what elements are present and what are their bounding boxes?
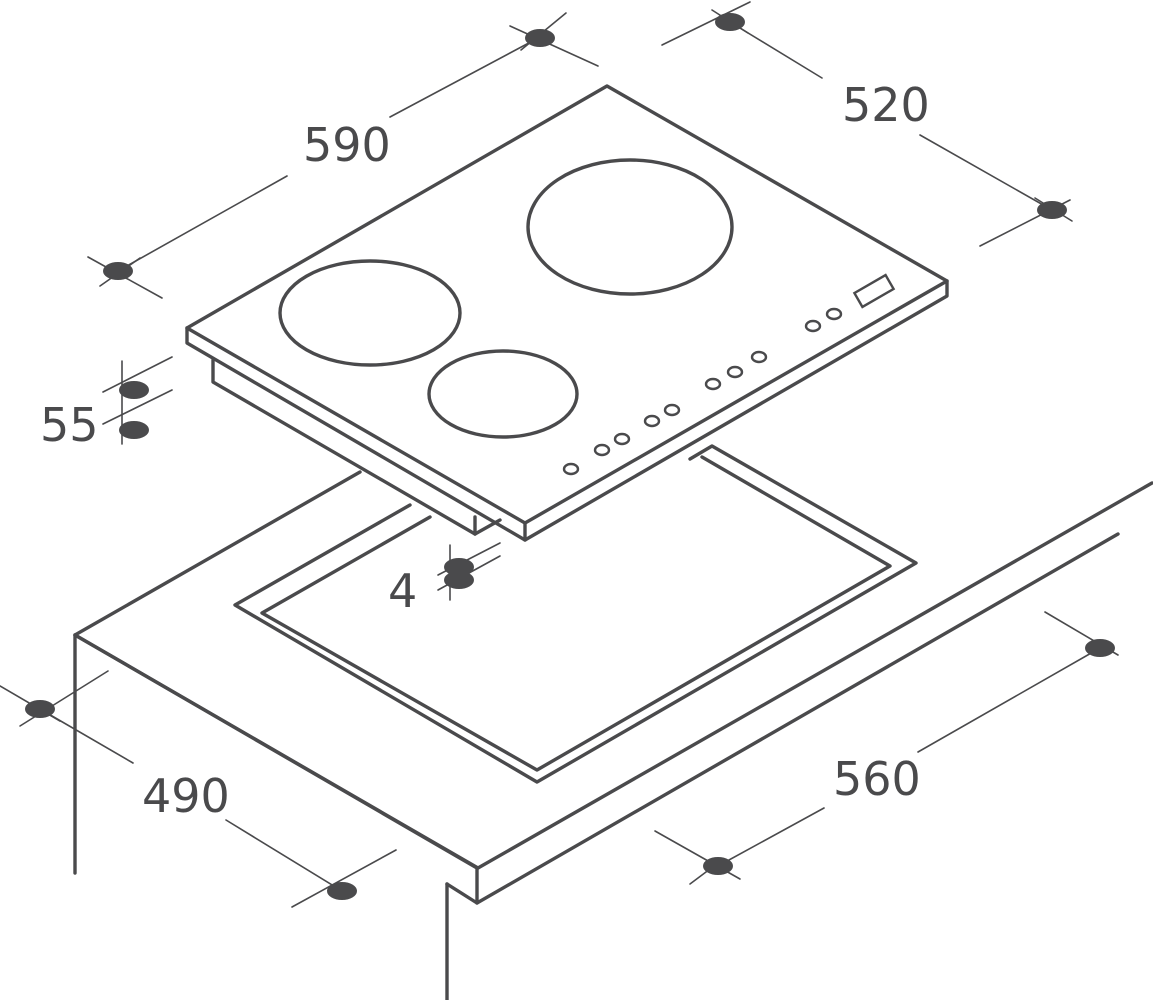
dimension-end-marker [444, 571, 474, 589]
dimension-end-marker [327, 882, 357, 900]
touch-control-icon [726, 365, 744, 379]
countertop-leg-join [445, 882, 479, 905]
touch-control-icon [804, 319, 822, 333]
cutout-outer [233, 444, 918, 784]
touch-control-icon [613, 432, 631, 446]
cutout-opening [233, 444, 918, 784]
touch-control-icon [593, 443, 611, 457]
touch-control-icon [750, 350, 768, 364]
touch-control-icon [663, 403, 681, 417]
dimension-end-marker [119, 381, 149, 399]
dimension-label-520: 520 [842, 78, 930, 132]
dimension-label-560: 560 [833, 752, 921, 806]
dimension-hob-height: 55 [40, 356, 173, 452]
hob-body-left [211, 358, 477, 536]
dimension-end-marker [525, 29, 555, 47]
dimension-cutout-depth: 490 [0, 670, 397, 908]
dimension-end-marker [25, 700, 55, 718]
touch-control-icon [643, 414, 661, 428]
dimension-cutout-width: 560 [654, 611, 1119, 885]
countertop [73, 470, 1153, 1000]
hob-top-glass [185, 84, 949, 525]
dimension-hob-gap: 4 [388, 542, 501, 618]
dimension-end-marker [444, 558, 474, 576]
cooking-zone-small [427, 349, 579, 439]
cooking-zone-large [526, 158, 734, 296]
hob-body-right [473, 518, 502, 536]
touch-control-icon [825, 307, 843, 321]
dimension-end-marker [703, 857, 733, 875]
touch-controls [562, 307, 843, 476]
dimension-label-590: 590 [303, 118, 391, 172]
touch-control-icon [704, 377, 722, 391]
dimension-label-55: 55 [40, 398, 99, 452]
dimension-label-4: 4 [388, 564, 417, 618]
display-window [852, 273, 896, 309]
dimension-hob-depth: 520 [661, 1, 1073, 247]
dimension-end-marker [103, 262, 133, 280]
dimension-hob-width: 590 [87, 12, 599, 299]
dimension-end-marker [1037, 201, 1067, 219]
cooking-zone-medium [278, 259, 462, 367]
dimension-end-marker [1085, 639, 1115, 657]
countertop-front-corner [73, 532, 1120, 905]
dimension-end-marker [715, 13, 745, 31]
dimension-end-marker [119, 421, 149, 439]
countertop-top-outline [73, 470, 1153, 870]
dimension-label-490: 490 [142, 769, 230, 823]
cutout-inner-lip [260, 455, 892, 772]
hob [185, 84, 949, 542]
touch-control-icon [562, 462, 580, 476]
